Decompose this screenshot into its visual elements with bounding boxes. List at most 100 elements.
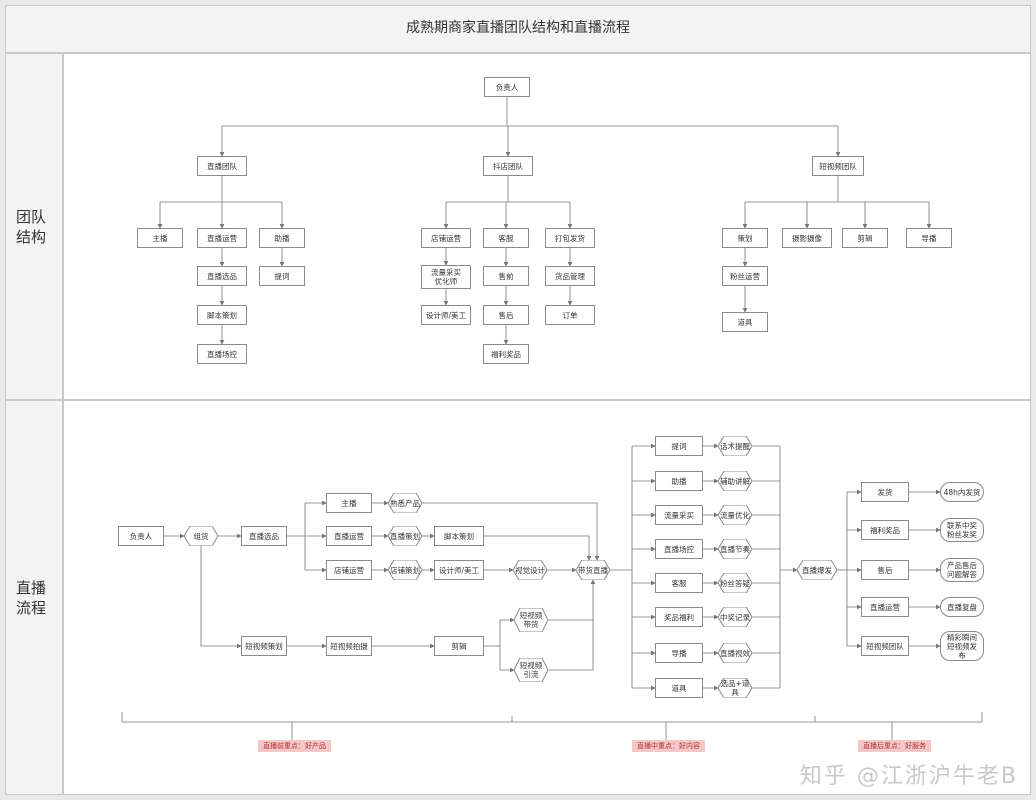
node-team-props: 道具 xyxy=(722,312,768,332)
flow-lane-label: 直播 流程 xyxy=(15,578,46,617)
node-label: 直播选品 xyxy=(249,531,279,541)
node-label: 助播 xyxy=(274,233,290,243)
connector xyxy=(548,620,594,671)
node-team-presale: 售前 xyxy=(483,266,529,286)
node-label: 货品管理 xyxy=(555,271,585,281)
node-label: 负责人 xyxy=(495,82,519,92)
node-label: 剪辑 xyxy=(857,233,873,243)
node-label: 直播视效 xyxy=(720,648,750,658)
node-team-traffic-buyer: 流量采买 优化师 xyxy=(421,265,471,289)
node-label: 辅助讲解 xyxy=(720,476,750,486)
node-flow-root: 负责人 xyxy=(118,526,164,546)
node-team-store-ops: 店铺运营 xyxy=(421,228,471,248)
connector xyxy=(200,546,242,649)
note-pre-live: 直播前重点：好产品 xyxy=(258,740,331,752)
node-label: 直播运营 xyxy=(870,602,900,612)
node-label: 提词 xyxy=(671,441,687,451)
node-label: 直播节奏 xyxy=(720,544,750,554)
node-team-root: 负责人 xyxy=(484,77,530,97)
node-team-assistant: 助播 xyxy=(259,228,305,248)
node-label: 短视频团队 xyxy=(866,641,904,651)
node-label: 粉丝运营 xyxy=(730,271,760,281)
node-team-director: 导播 xyxy=(906,228,952,248)
node-flow-fan-qa: 粉丝答疑 xyxy=(718,573,752,593)
node-flow-highlight: 精彩瞬间 短视频发 布 xyxy=(940,631,984,661)
team-lane-header xyxy=(5,53,63,400)
diagram-title: 成熟期商家直播团队结构和直播流程 xyxy=(406,20,630,36)
node-flow-live-rhythm: 直播节奏 xyxy=(718,539,752,559)
node-flow-ship: 发货 xyxy=(861,482,909,502)
node-team-live-control: 直播场控 xyxy=(197,344,247,364)
connector xyxy=(121,712,983,723)
team-lane-label: 团队 结构 xyxy=(15,207,46,246)
node-label: 导播 xyxy=(921,233,937,243)
node-label: 视觉设计 xyxy=(515,565,545,575)
watermark: 知乎 @江浙沪牛老B xyxy=(799,764,1018,789)
node-team-planning: 策划 xyxy=(722,228,768,248)
node-label: 短视频策划 xyxy=(245,641,283,651)
node-label: 产品售后 问题解答 xyxy=(947,561,977,579)
node-flow-prompt-remind: 话术提醒 xyxy=(718,436,752,456)
node-flow-video-drain: 短视频 引流 xyxy=(514,658,548,682)
node-flow-script-plan: 脚本策划 xyxy=(434,526,484,546)
node-label: 短视频 带货 xyxy=(519,611,543,629)
node-label: 直播场控 xyxy=(207,349,237,359)
node-team-prize: 福利奖品 xyxy=(483,344,529,364)
node-flow-winner-record: 中奖记录 xyxy=(718,607,752,627)
node-team-live-select: 直播选品 xyxy=(197,266,247,286)
node-team-live-team: 直播团队 xyxy=(197,156,247,176)
node-team-cs: 客服 xyxy=(483,228,529,248)
node-flow-prop-items: 选品+道具 xyxy=(718,678,752,698)
node-team-script-plan: 脚本策划 xyxy=(197,305,247,325)
node-label: 中奖记录 xyxy=(720,612,750,622)
node-label: 售后 xyxy=(877,565,893,575)
node-flow-props: 道具 xyxy=(655,678,703,698)
node-flow-edit: 剪辑 xyxy=(434,636,484,656)
node-label: 带货直播 xyxy=(578,565,608,575)
node-label: 助播 xyxy=(671,476,687,486)
node-label: 熟悉产品 xyxy=(390,498,420,508)
node-team-packing: 打包发货 xyxy=(545,228,595,248)
node-flow-live-ops: 直播运营 xyxy=(326,526,372,546)
node-flow-familiar: 熟悉产品 xyxy=(388,493,422,513)
node-team-live-ops: 直播运营 xyxy=(197,228,247,248)
node-label: 负责人 xyxy=(129,531,153,541)
node-label: 脚本策划 xyxy=(207,310,237,320)
node-label: 售前 xyxy=(498,271,514,281)
node-label: 导播 xyxy=(671,648,687,658)
node-label: 售后 xyxy=(498,310,514,320)
node-flow-store-plan: 店铺策划 xyxy=(388,560,422,580)
node-label: 提词 xyxy=(274,271,290,281)
node-label: 主播 xyxy=(341,498,357,508)
node-team-fan-ops: 粉丝运营 xyxy=(722,266,768,286)
node-flow-group-goods: 组货 xyxy=(184,526,218,546)
node-team-shooting: 摄影摄像 xyxy=(782,228,832,248)
node-label: 店铺运营 xyxy=(431,233,461,243)
node-flow-traffic-opt: 流量优化 xyxy=(718,505,752,525)
title-bar xyxy=(5,5,1031,53)
note-post-live: 直播后重点：好服务 xyxy=(858,740,931,752)
node-flow-anchor: 主播 xyxy=(326,493,372,513)
connector xyxy=(548,579,596,621)
node-label: 短视频团队 xyxy=(819,161,857,171)
node-team-editing: 剪辑 xyxy=(842,228,888,248)
node-label: 订单 xyxy=(562,310,578,320)
node-label: 直播选品 xyxy=(207,271,237,281)
node-label: 策划 xyxy=(737,233,753,243)
node-label: 福利奖品 xyxy=(870,525,900,535)
node-label: 流量采买 优化师 xyxy=(431,268,461,286)
node-team-goods-mgmt: 货品管理 xyxy=(545,266,595,286)
node-flow-aftersale: 售后 xyxy=(861,560,909,580)
node-label: 脚本策划 xyxy=(444,531,474,541)
node-label: 道具 xyxy=(671,683,687,693)
flow-lane-header xyxy=(5,400,63,795)
node-label: 话术提醒 xyxy=(720,441,750,451)
node-flow-video-team: 短视频团队 xyxy=(861,636,909,656)
node-team-anchor: 主播 xyxy=(137,228,183,248)
node-flow-assist-explain: 辅助讲解 xyxy=(718,471,752,491)
node-label: 流量优化 xyxy=(720,510,750,520)
connector xyxy=(422,502,600,561)
node-team-prompter: 提词 xyxy=(259,266,305,286)
